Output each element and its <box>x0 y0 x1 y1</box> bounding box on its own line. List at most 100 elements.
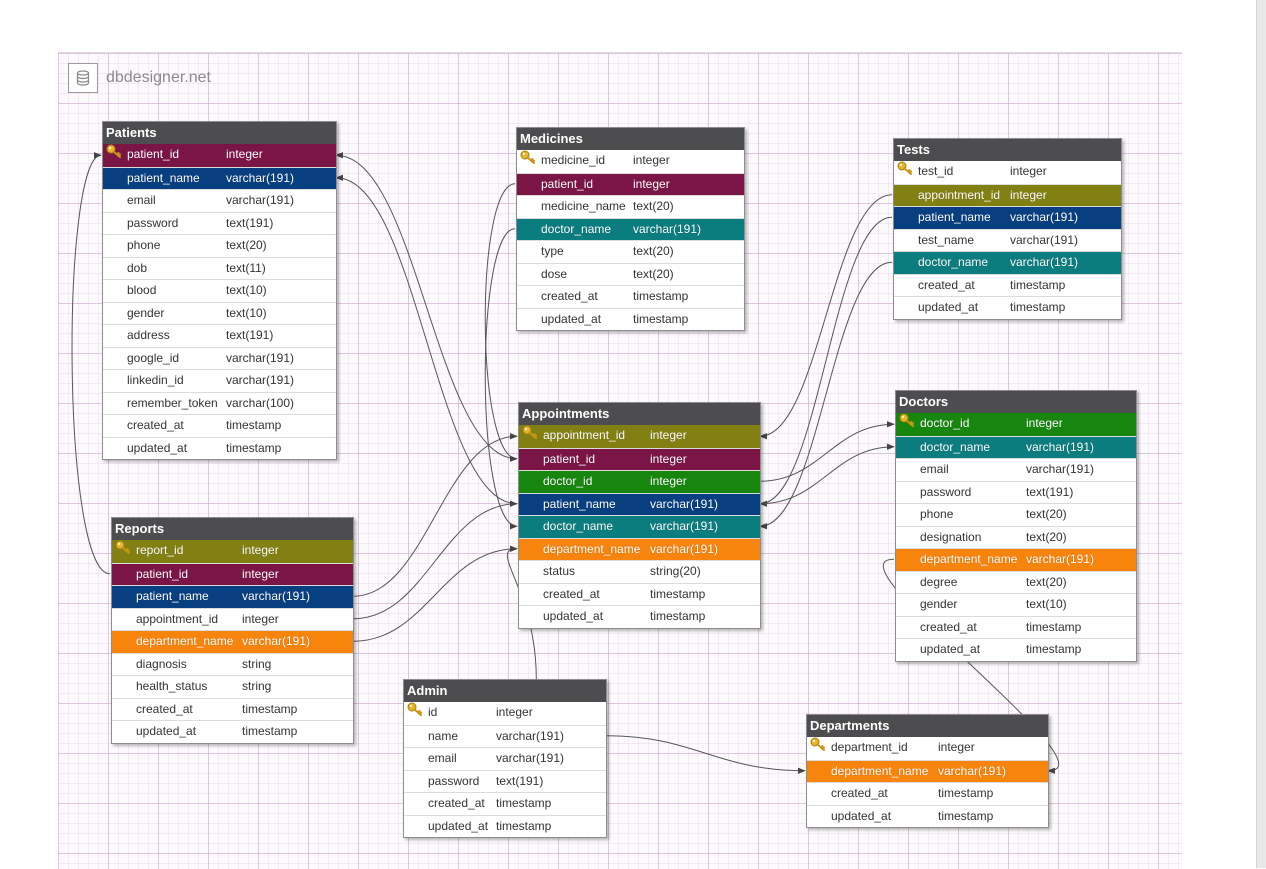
field-name: designation <box>920 529 982 544</box>
field-name: created_at <box>428 796 485 810</box>
field-type: text(20) <box>633 266 674 281</box>
field-name: updated_at <box>136 724 197 738</box>
table-title[interactable]: Doctors <box>896 391 1136 413</box>
table-title[interactable]: Patients <box>103 122 336 144</box>
field-type: integer <box>633 176 670 191</box>
table-title[interactable]: Admin <box>404 680 606 702</box>
table-title[interactable]: Appointments <box>519 403 760 425</box>
field-name: department_id <box>831 740 908 754</box>
table-title[interactable]: Medicines <box>517 128 744 150</box>
table-title[interactable]: Tests <box>894 139 1121 161</box>
field-name: test_id <box>918 164 954 178</box>
field-name: department_name <box>920 552 1018 566</box>
field-name: dob <box>127 260 148 275</box>
field-type: text(191) <box>226 215 274 230</box>
scrollbar[interactable] <box>1256 0 1266 868</box>
primary-key-icon <box>899 413 915 427</box>
table-title[interactable]: Reports <box>112 518 353 540</box>
field-type: varchar(191) <box>496 728 565 743</box>
table-title[interactable]: Departments <box>807 715 1048 737</box>
field-name: gender <box>920 597 958 611</box>
field-name: doctor_name <box>541 221 612 236</box>
field-type: string <box>242 656 272 671</box>
